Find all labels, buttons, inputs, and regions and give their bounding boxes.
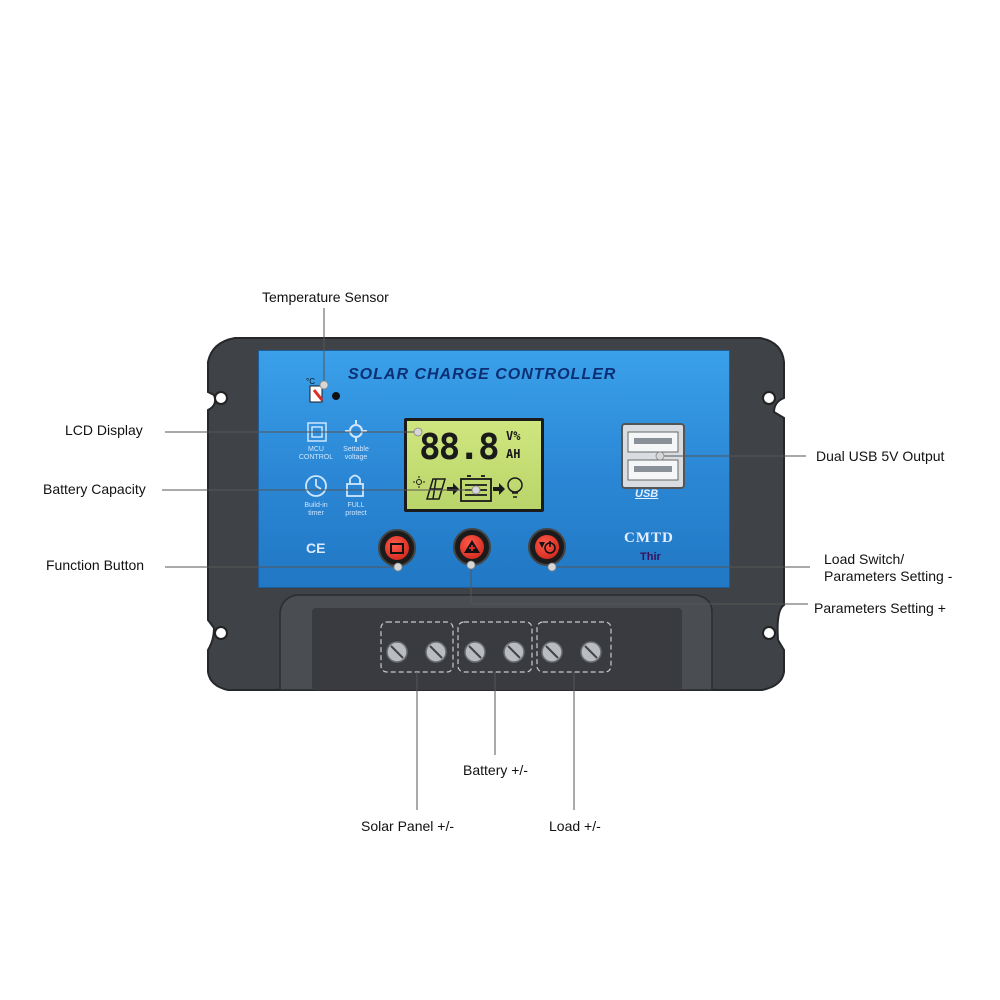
brand-name: CMTD xyxy=(624,530,674,546)
terminal-recess xyxy=(312,608,682,690)
callout-solar-panel: Solar Panel +/- xyxy=(361,818,454,834)
callout-load: Load +/- xyxy=(549,818,601,834)
mcu-subtitle: CONTROL xyxy=(298,454,334,461)
callout-dual-usb: Dual USB 5V Output xyxy=(816,448,945,464)
brand-subtitle: Thir xyxy=(640,551,661,563)
terminal-group-solar xyxy=(380,621,454,673)
mount-hole xyxy=(214,391,228,405)
lcd-unit-bottom: AH xyxy=(506,447,521,461)
arrow-icon xyxy=(493,483,505,495)
callout-function-button: Function Button xyxy=(46,557,145,573)
bulb-icon xyxy=(507,477,523,498)
timer-title: Build-in xyxy=(304,502,328,509)
timer-subtitle: timer xyxy=(308,510,324,517)
full-subtitle: protect xyxy=(345,510,367,517)
ce-mark: CE xyxy=(306,540,326,556)
callout-parameters-plus: Parameters Setting + xyxy=(814,600,946,616)
usb-mark: USB xyxy=(635,488,659,500)
panel-title: SOLAR CHARGE CONTROLLER xyxy=(348,366,617,383)
mcu-title: MCU xyxy=(308,446,324,453)
full-title: FULL xyxy=(347,502,365,509)
settable-subtitle: voltage xyxy=(344,454,368,461)
callout-battery-capacity: Battery Capacity xyxy=(43,481,146,497)
mount-hole xyxy=(762,391,776,405)
callout-load-switch-line1: Load Switch/ xyxy=(824,551,905,567)
screw-slots xyxy=(390,645,598,659)
callout-battery: Battery +/- xyxy=(463,762,528,778)
lcd-status-icons xyxy=(413,475,523,502)
load-switch-button[interactable] xyxy=(528,528,566,566)
callout-lcd-display: LCD Display xyxy=(65,422,143,438)
mount-hole xyxy=(762,626,776,640)
temperature-sensor-mark: °C xyxy=(306,377,315,386)
power-icon xyxy=(539,541,556,554)
lcd-digits: 88.8 xyxy=(419,427,500,468)
lcd-display: 88.8 V% AH xyxy=(404,418,544,512)
callout-load-switch-line2: Parameters Setting - xyxy=(824,568,953,584)
settable-label: Settable voltage xyxy=(336,446,376,462)
function-button[interactable] xyxy=(378,529,416,567)
mount-hole xyxy=(214,626,228,640)
function-icon xyxy=(390,543,404,554)
mcu-label: MCU CONTROL xyxy=(296,446,336,462)
sun-icon xyxy=(413,476,425,488)
arrow-icon xyxy=(447,483,459,495)
triangle-up-icon xyxy=(464,540,480,553)
battery-icon xyxy=(460,475,492,502)
callout-load-switch: Load Switch/ Parameters Setting - xyxy=(824,551,952,585)
settable-title: Settable xyxy=(343,446,369,453)
solar-panel-icon xyxy=(425,478,447,500)
full-protect-label: FULL protect xyxy=(336,502,376,518)
terminal-group-load xyxy=(536,621,612,673)
callout-temperature-sensor: Temperature Sensor xyxy=(262,289,389,305)
lcd-unit-top: V% xyxy=(506,429,521,443)
terminal-group-battery xyxy=(457,621,533,673)
parameters-plus-button[interactable] xyxy=(453,528,491,566)
timer-label: Build-in timer xyxy=(296,502,336,518)
screw-terminal-icon xyxy=(386,641,602,663)
terminal-block xyxy=(279,594,713,691)
